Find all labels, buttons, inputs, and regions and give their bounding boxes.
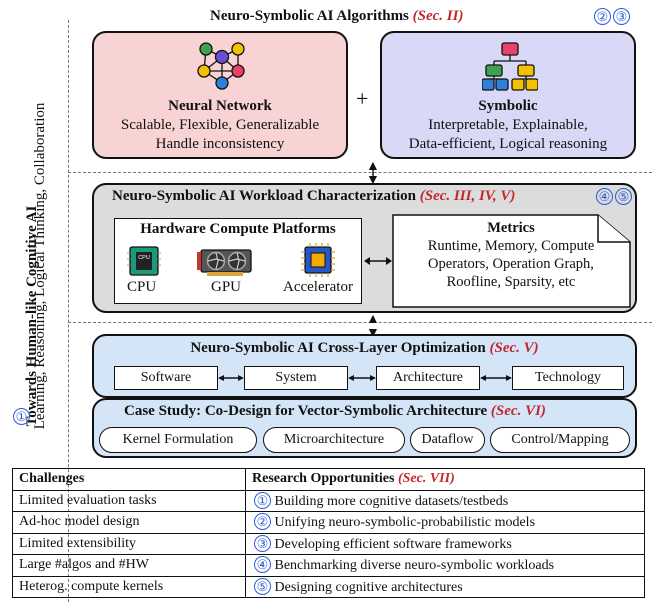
challenge-cell: Large #algos and #HW [12,554,246,577]
workload-box: Neuro-Symbolic AI Workload Characterizat… [92,183,637,313]
table-row: Large #algos and #HW ④ Benchmarking dive… [12,554,645,577]
marker-4: ④ [596,188,613,205]
opportunity-cell: ② Unifying neuro-symbolic-probabilistic … [245,511,645,534]
metrics-line-2: Operators, Operation Graph, [428,256,594,272]
case-control-mapping: Control/Mapping [490,427,630,453]
arrow-line-1 [372,167,374,181]
layer-technology: Technology [512,366,624,390]
divider-1 [68,172,652,173]
algorithms-heading: Neuro-Symbolic AI Algorithms (Sec. II) [210,8,464,24]
symbolic-tree-icon [482,42,538,91]
table-header: Challenges Research Opportunities (Sec. … [12,468,645,491]
opportunity-cell: ① Building more cognitive datasets/testb… [245,489,645,512]
layer-system: System [244,366,348,390]
marker-2: ② [594,8,611,25]
row-marker: ④ [254,556,271,574]
metrics-line-3: Roofline, Sparsity, etc [446,274,576,290]
marker-5: ⑤ [615,188,632,205]
cpu-label: CPU [127,279,157,295]
metrics-line-1: Runtime, Memory, Compute [427,238,595,254]
opportunity-cell: ③ Developing efficient software framewor… [245,532,645,555]
challenge-cell: Limited evaluation tasks [12,489,246,512]
side-marker: ① [13,408,30,425]
accelerator-icon [301,243,335,277]
table-row: Limited extensibility ③ Developing effic… [12,532,645,555]
header-section: (Sec. VII) [397,471,455,487]
opportunity-cell: ⑤ Designing cognitive architectures [245,575,645,598]
layer-architecture: Architecture [376,366,480,390]
table-row: Ad-hoc model design ② Unifying neuro-sym… [12,511,645,534]
case-kernel-formulation: Kernel Formulation [99,427,257,453]
symbolic-box: Symbolic Interpretable, Explainable, Dat… [380,31,636,159]
divider-2 [68,322,652,323]
challenges-table: Challenges Research Opportunities (Sec. … [12,468,645,598]
neural-line-2: Handle inconsistency [155,136,285,152]
neural-line-1: Scalable, Flexible, Generalizable [120,117,320,133]
marker-3: ③ [613,8,630,25]
metrics-title: Metrics [487,220,535,236]
neural-network-box: Neural Network Scalable, Flexible, Gener… [92,31,348,159]
accelerator-label: Accelerator [283,279,353,295]
optimization-section: (Sec. V) [489,340,539,356]
cpu-icon: CPU [127,246,161,276]
workload-section: (Sec. III, IV, V) [419,188,516,204]
challenge-cell: Limited extensibility [12,532,246,555]
symbolic-line-2: Data-efficient, Logical reasoning [408,136,608,152]
case-microarchitecture: Microarchitecture [263,427,405,453]
hardware-title: Hardware Compute Platforms [140,221,336,237]
hardware-metrics-arrow [364,257,392,265]
algorithms-section: (Sec. II) [412,8,464,24]
case-dataflow: Dataflow [410,427,485,453]
challenge-cell: Heterog. compute kernels [12,575,246,598]
row-marker: ⑤ [254,577,271,595]
plus-sign: + [356,86,369,111]
workload-heading: Neuro-Symbolic AI Workload Characterizat… [112,188,516,204]
hardware-box: Hardware Compute Platforms CPU CPU GPU A [114,218,362,304]
symbolic-title: Symbolic [478,98,538,114]
table-row: Heterog. compute kernels ⑤ Designing cog… [12,575,645,598]
table-row: Limited evaluation tasks ① Building more… [12,489,645,512]
gpu-label: GPU [211,279,242,295]
vertical-divider [68,20,69,602]
symbolic-line-1: Interpretable, Explainable, [428,117,588,133]
case-study-section: (Sec. VI) [490,403,546,419]
challenge-cell: Ad-hoc model design [12,511,246,534]
cpu-chip-label: CPU [138,255,150,261]
opportunity-cell: ④ Benchmarking diverse neuro-symbolic wo… [245,554,645,577]
row-marker: ① [254,491,271,509]
case-study-heading: Case Study: Co-Design for Vector-Symboli… [124,403,546,419]
metrics-document-shape [392,214,631,308]
optimization-heading: Neuro-Symbolic AI Cross-Layer Optimizati… [190,340,539,356]
neural-title: Neural Network [168,98,272,114]
layer-software: Software [114,366,218,390]
side-subtitle: Learning, Reasoning, Logical Thinking, C… [32,102,48,430]
header-opportunities: Research Opportunities (Sec. VII) [245,468,645,491]
header-challenges: Challenges [12,468,246,491]
gpu-icon [197,249,252,276]
layer-arrows [218,375,512,381]
row-marker: ③ [254,534,271,552]
neural-network-icon [197,42,245,90]
row-marker: ② [254,513,271,531]
